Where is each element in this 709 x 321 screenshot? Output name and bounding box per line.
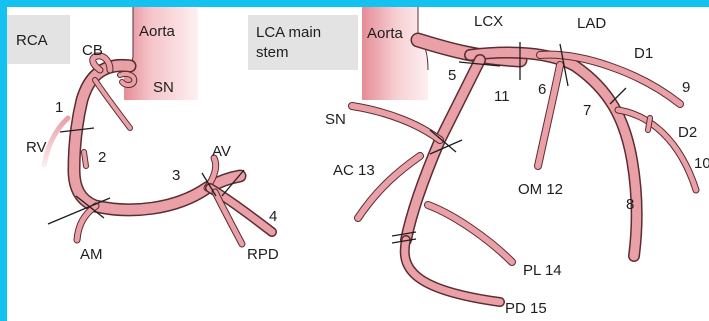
label-ac13: AC 13	[333, 162, 375, 179]
lca-tag-label-line1: LCA main	[256, 24, 321, 41]
posterior-descending-15	[405, 240, 500, 302]
label-seg9: 9	[682, 79, 690, 96]
label-seg2: 2	[98, 149, 106, 166]
label-seg10: 10	[694, 155, 709, 172]
label-cb: CB	[82, 42, 103, 59]
label-aorta-left: Aorta	[139, 23, 176, 40]
sinus-node-branch-right	[352, 106, 440, 140]
right-ventricular-branch	[44, 118, 68, 165]
label-lad: LAD	[577, 15, 606, 32]
label-seg7: 7	[583, 102, 591, 119]
label-seg1: 1	[55, 99, 63, 116]
lca-main-stem-tag: LCA main stem	[248, 15, 358, 70]
label-sn-right: SN	[325, 111, 346, 128]
label-rpd: RPD	[247, 246, 279, 263]
lca-tag-label-line2: stem	[256, 44, 289, 61]
label-av: AV	[212, 143, 231, 160]
aorta-right	[362, 7, 428, 100]
label-rv: RV	[26, 139, 47, 156]
label-d2: D2	[678, 124, 697, 141]
label-pl14: PL 14	[523, 262, 562, 279]
label-seg4: 4	[269, 208, 277, 225]
label-seg8: 8	[626, 196, 634, 213]
label-aorta-right: Aorta	[367, 25, 404, 42]
label-pd15: PD 15	[505, 300, 547, 317]
label-seg5: 5	[448, 67, 456, 84]
rca-tag: RCA	[7, 15, 70, 64]
label-sn-left: SN	[153, 79, 174, 96]
label-lcx: LCX	[474, 13, 503, 30]
right-posterior-descending	[210, 188, 272, 244]
label-d1: D1	[634, 45, 653, 62]
label-seg11: 11	[494, 88, 510, 105]
label-seg3: 3	[172, 167, 180, 184]
posterolateral-14	[428, 205, 512, 262]
rca-branch-2	[84, 152, 86, 166]
rca-tag-label: RCA	[16, 32, 48, 49]
label-am: AM	[80, 246, 103, 263]
label-om12: OM 12	[518, 181, 563, 198]
label-seg6: 6	[538, 81, 546, 98]
